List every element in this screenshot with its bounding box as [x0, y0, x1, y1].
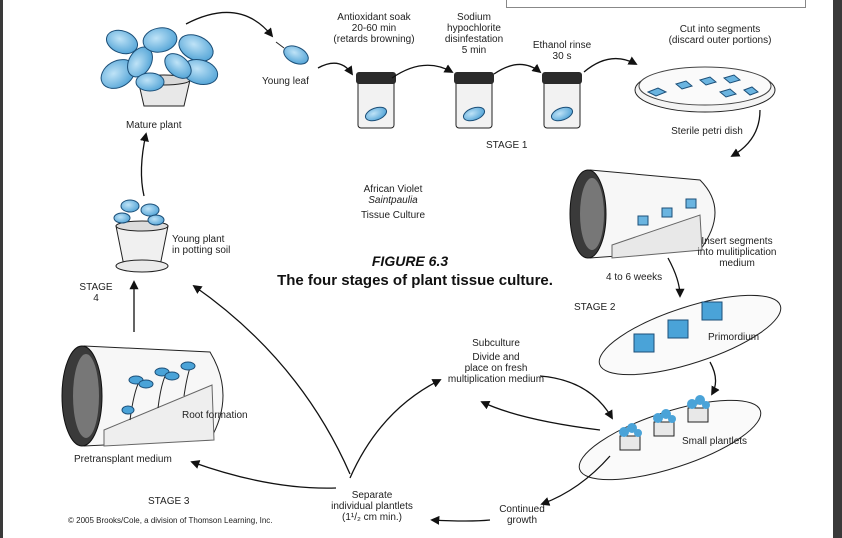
stage-1-label: STAGE 1 — [486, 140, 528, 151]
copyright-notice: © 2005 Brooks/Cole, a division of Thomso… — [68, 516, 273, 525]
flow-arrows — [129, 11, 761, 525]
center-title: African Violet Saintpaulia Tissue Cultur… — [360, 184, 426, 221]
young-leaf-illustration — [275, 41, 309, 65]
insert-segments-label: Insert segments into mulitiplication med… — [697, 236, 777, 269]
small-plantlets-label: Small plantlets — [682, 436, 748, 447]
sodium-label: Sodium hypochlorite disinfestation 5 min — [444, 12, 504, 56]
stage-4-label: STAGE 4 — [79, 282, 113, 304]
weeks-label: 4 to 6 weeks — [606, 272, 663, 283]
arrow-plant-to-leaf — [185, 11, 274, 38]
left-border — [0, 0, 3, 538]
petri-dish-label: Sterile petri dish — [671, 126, 743, 137]
subculture-label: Subculture Divide and place on fresh mul… — [447, 338, 545, 385]
pretransplant-label: Pretransplant medium — [74, 454, 172, 465]
small-plantlets-tray — [578, 395, 762, 481]
antioxidant-label: Antioxidant soak 20-60 min (retards brow… — [333, 12, 415, 45]
young-plant-label: Young plant in potting soil — [172, 234, 231, 256]
primordium-tray — [598, 294, 782, 376]
root-formation-label: Root formation — [182, 410, 248, 421]
young-leaf-label: Young leaf — [262, 76, 309, 87]
figure-number: FIGURE 6.3 — [371, 253, 449, 269]
primordium-label: Primordium — [708, 332, 760, 343]
stage-3-label: STAGE 3 — [148, 496, 190, 507]
right-border — [833, 0, 842, 538]
antioxidant-jar — [356, 72, 396, 129]
pretransplant-jar — [61, 345, 224, 447]
mature-plant-label: Mature plant — [126, 120, 182, 131]
petri-dish — [634, 66, 776, 113]
multiplication-jar — [569, 169, 716, 259]
sodium-hypochlorite-jar — [454, 72, 494, 129]
young-plant-pot — [113, 199, 169, 273]
continued-growth-label: Continued growth — [499, 504, 545, 526]
mature-plant-illustration — [100, 27, 219, 107]
ethanol-label: Ethanol rinse 30 s — [532, 40, 592, 62]
separate-plantlets-label: Separate individual plantlets (1¹/₂ cm m… — [331, 490, 413, 523]
ethanol-jar — [542, 72, 582, 129]
stage-2-label: STAGE 2 — [574, 302, 616, 313]
cut-segments-label: Cut into segments (discard outer portion… — [668, 24, 772, 46]
figure-caption: The four stages of plant tissue culture. — [277, 272, 553, 289]
top-panel-edge — [506, 0, 806, 8]
